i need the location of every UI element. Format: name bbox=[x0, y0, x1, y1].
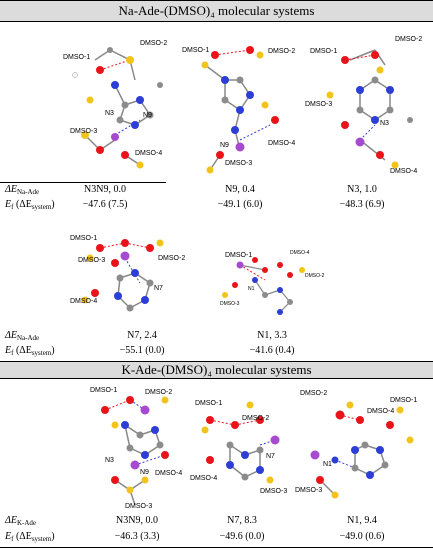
label-dmso-3: DMSO-3 bbox=[70, 128, 97, 135]
label-dmso-1: DMSO-1 bbox=[195, 400, 222, 407]
label-n9: N9 bbox=[140, 469, 149, 476]
label-dmso-2: DMSO-2 bbox=[242, 415, 269, 422]
label-dmso-2: DMSO-2 bbox=[140, 40, 167, 47]
site-n3n9: N3N9, 0.0 bbox=[84, 184, 126, 195]
label-n3: N3 bbox=[105, 457, 114, 464]
section-rule-k-top bbox=[0, 361, 433, 362]
label-dmso-3: DMSO-3 bbox=[295, 487, 322, 494]
label-n7: N7 bbox=[154, 285, 163, 292]
label-n1: N1 bbox=[248, 286, 255, 292]
molecule-atoms bbox=[101, 396, 169, 506]
label-dmso-2: DMSO-2 bbox=[395, 36, 422, 43]
label-dmso-3: DMSO-3 bbox=[305, 101, 332, 108]
site-n3: N3, 1.0 bbox=[347, 184, 377, 195]
label-n1: N1 bbox=[323, 461, 332, 468]
ef-n1: −41.6 (0.4) bbox=[249, 345, 295, 356]
label-dmso-4: DMSO-4 bbox=[70, 298, 97, 305]
molecule-atoms bbox=[310, 401, 414, 499]
label-dmso-1: DMSO-1 bbox=[225, 252, 252, 259]
site-k-n3n9: N3N9, 0.0 bbox=[116, 515, 158, 526]
site-n1: N1, 3.3 bbox=[257, 330, 287, 341]
ef-k-n7: −49.6 (0.0) bbox=[219, 531, 265, 542]
bottom-rule bbox=[0, 547, 433, 548]
molecule-atoms bbox=[201, 401, 280, 484]
structure-na-n3n9: DMSO-1 DMSO-2 DMSO-3 DMSO-4 N9 N3 bbox=[63, 40, 167, 169]
ef-label-k: Ef (ΔEsystem) bbox=[5, 531, 55, 543]
label-dmso-1: DMSO-1 bbox=[182, 47, 209, 54]
label-dmso-3: DMSO-3 bbox=[78, 257, 105, 264]
label-dmso-3: DMSO-3 bbox=[220, 301, 240, 307]
delta-e-label-na: ΔENa-Ade bbox=[5, 184, 40, 196]
label-dmso-3: DMSO-3 bbox=[225, 160, 252, 167]
label-dmso-2: DMSO-2 bbox=[305, 273, 325, 279]
ef-n3: −48.3 (6.9) bbox=[339, 199, 385, 210]
label-dmso-2: DMSO-2 bbox=[300, 390, 327, 397]
label-dmso-4: DMSO-4 bbox=[190, 475, 217, 482]
label-dmso-3: DMSO-3 bbox=[125, 503, 152, 510]
label-n9: N9 bbox=[143, 112, 152, 119]
site-n7: N7, 2.4 bbox=[127, 330, 157, 341]
label-dmso-1: DMSO-1 bbox=[310, 48, 337, 55]
site-k-n1: N1, 9.4 bbox=[347, 515, 377, 526]
label-dmso-2: DMSO-2 bbox=[268, 48, 295, 55]
label-dmso-1: DMSO-1 bbox=[70, 235, 97, 242]
molecule-atoms bbox=[326, 49, 413, 169]
ef-label-na: Ef (ΔEsystem) bbox=[5, 199, 55, 211]
label-dmso-4: DMSO-4 bbox=[268, 140, 295, 147]
molecule-atoms bbox=[201, 46, 279, 174]
ef-k-n1: −49.0 (0.6) bbox=[339, 531, 385, 542]
label-dmso-1: DMSO-1 bbox=[90, 387, 117, 394]
label-dmso-1: DMSO-1 bbox=[390, 397, 417, 404]
section-header-k: K-Ade-(DMSO)₄ molecular systems bbox=[0, 362, 433, 378]
label-n7: N7 bbox=[266, 453, 275, 460]
structure-k-n1: DMSO-2 DMSO-1 DMSO-3 DMSO-4 N1 bbox=[295, 390, 417, 499]
molecule-atoms bbox=[222, 257, 305, 315]
ef-n7: −55.1 (0.0) bbox=[119, 345, 165, 356]
section-rule-k-bottom bbox=[0, 378, 433, 379]
delta-e-label-na-2: ΔENa-Ade bbox=[5, 330, 40, 342]
label-n9: N9 bbox=[220, 142, 229, 149]
row-rule-short bbox=[0, 182, 166, 183]
label-dmso-2: DMSO-2 bbox=[145, 389, 172, 396]
ef-n9: −49.1 (6.0) bbox=[217, 199, 263, 210]
molecule-atoms bbox=[81, 239, 164, 312]
molecule-atoms bbox=[72, 47, 163, 169]
ef-n3n9: −47.6 (7.5) bbox=[82, 199, 128, 210]
structure-na-n7: DMSO-1 DMSO-2 DMSO-3 DMSO-4 N7 bbox=[70, 235, 185, 312]
site-k-n7: N7, 8.3 bbox=[227, 515, 257, 526]
site-n9: N9, 0.4 bbox=[225, 184, 255, 195]
ef-label-na-2: Ef (ΔEsystem) bbox=[5, 345, 55, 357]
label-dmso-4: DMSO-4 bbox=[390, 168, 417, 175]
section-header-na: Na-Ade-(DMSO)₄ molecular systems bbox=[0, 1, 433, 21]
label-n3: N3 bbox=[380, 120, 389, 127]
label-dmso-2: DMSO-2 bbox=[158, 255, 185, 262]
label-dmso-3: DMSO-3 bbox=[260, 488, 287, 495]
structure-na-n3: DMSO-1 DMSO-2 DMSO-3 DMSO-4 N3 bbox=[305, 36, 422, 175]
label-dmso-4: DMSO-4 bbox=[367, 408, 394, 415]
structure-na-n1: DMSO-1 DMSO-2 DMSO-3 DMSO-4 N1 bbox=[220, 250, 325, 315]
label-dmso-1: DMSO-1 bbox=[63, 54, 90, 61]
label-n3: N3 bbox=[105, 110, 114, 117]
label-dmso-4: DMSO-4 bbox=[155, 470, 182, 477]
structure-k-n3n9: DMSO-1 DMSO-2 DMSO-3 DMSO-4 N3 N9 bbox=[90, 387, 182, 510]
label-dmso-4: DMSO-4 bbox=[290, 250, 310, 256]
structure-na-n9: DMSO-1 DMSO-2 DMSO-3 DMSO-4 N9 bbox=[182, 46, 295, 174]
label-dmso-4: DMSO-4 bbox=[135, 150, 162, 157]
structure-k-n7: DMSO-1 DMSO-2 DMSO-3 DMSO-4 N7 bbox=[190, 400, 287, 495]
ef-k-n3n9: −46.3 (3.3) bbox=[114, 531, 160, 542]
top-rule bbox=[0, 0, 433, 1]
delta-e-label-k: ΔEK-Ade bbox=[5, 515, 37, 527]
header-rule-na bbox=[0, 21, 433, 22]
